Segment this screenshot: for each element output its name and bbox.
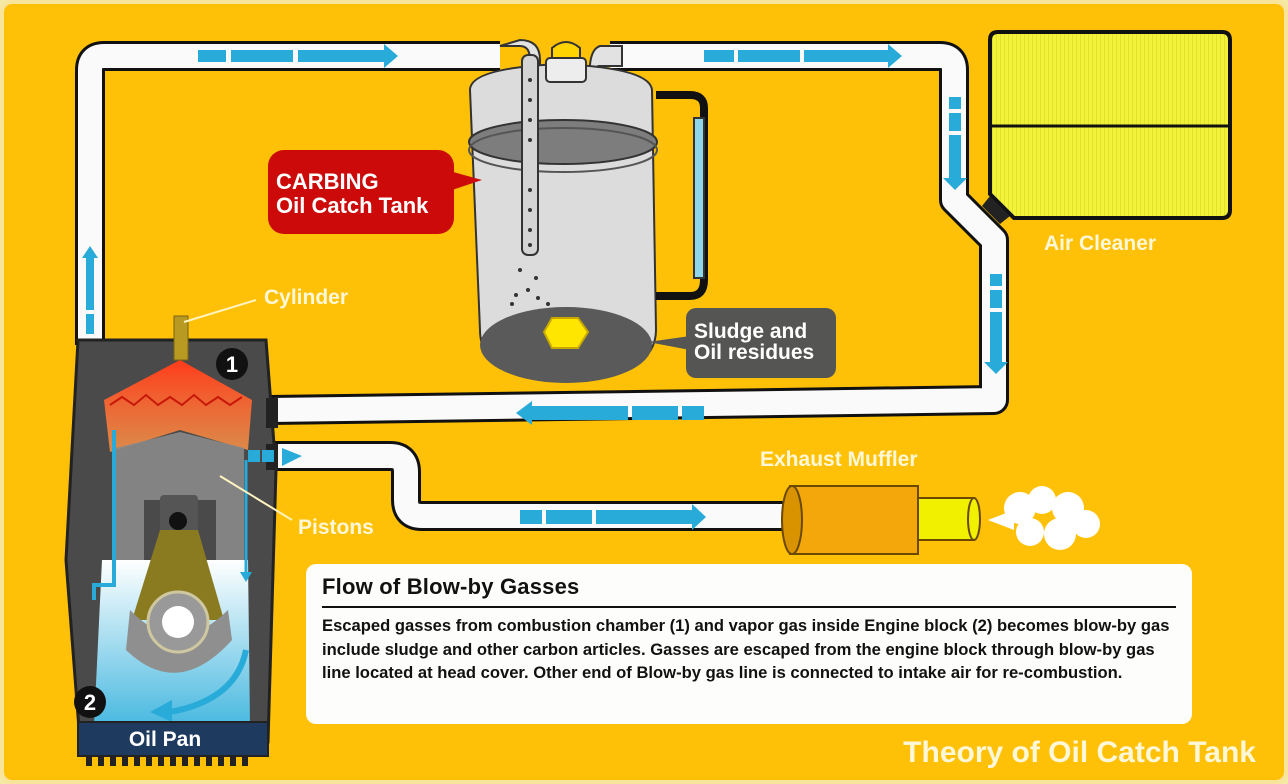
flow-arrow-return bbox=[516, 401, 704, 425]
info-box: Flow of Blow-by Gasses Escaped gasses fr… bbox=[306, 564, 1192, 724]
info-heading: Flow of Blow-by Gasses bbox=[322, 574, 1176, 608]
tank-callout-pointer bbox=[446, 170, 482, 192]
exhaust-muffler bbox=[781, 485, 981, 555]
air-cleaner-label: Air Cleaner bbox=[1044, 232, 1157, 255]
drain-plug-icon bbox=[542, 317, 590, 349]
sludge-callout-pointer bbox=[648, 336, 690, 350]
marker-2-icon bbox=[74, 686, 106, 718]
flow-arrow-right-down-2 bbox=[984, 274, 1008, 374]
pistons-leader-line bbox=[219, 475, 293, 521]
pistons-label: Pistons bbox=[298, 516, 374, 539]
exhaust-pipe bbox=[270, 441, 800, 531]
diagram-title: Theory of Oil Catch Tank bbox=[903, 736, 1256, 769]
cylinder-leader-line bbox=[183, 299, 257, 323]
oil-catch-tank bbox=[468, 38, 708, 383]
marker-1-icon bbox=[216, 348, 248, 380]
marker-1-label: 1 bbox=[226, 352, 238, 377]
oil-catch-tank-callout: CARBING Oil Catch Tank bbox=[268, 150, 454, 234]
cylinder-label: Cylinder bbox=[264, 286, 349, 309]
flow-arrow-top-right bbox=[704, 44, 902, 68]
air-cleaner bbox=[982, 30, 1232, 224]
flow-arrow-top-left bbox=[198, 44, 398, 68]
callout-brand: CARBING bbox=[276, 169, 379, 194]
oil-pan-label: Oil Pan bbox=[129, 728, 201, 751]
flow-arrow-right-down-1 bbox=[943, 97, 967, 190]
marker-2-label: 2 bbox=[84, 690, 96, 715]
exhaust-muffler-label: Exhaust Muffler bbox=[760, 448, 918, 471]
piston-pin-icon bbox=[169, 512, 187, 530]
flow-arrow-exhaust bbox=[520, 504, 706, 530]
callout-product: Oil Catch Tank bbox=[276, 193, 429, 218]
sludge-line-2: Oil residues bbox=[694, 341, 815, 364]
sludge-callout: Sludge and Oil residues bbox=[686, 308, 836, 378]
blow-by-line-pipe bbox=[75, 41, 500, 345]
sludge-line-1: Sludge and bbox=[694, 320, 808, 343]
intake-line-pipe bbox=[269, 41, 1009, 425]
exhaust-smoke-icon bbox=[988, 486, 1100, 550]
flow-arrow-up bbox=[82, 246, 98, 334]
engine-block bbox=[64, 315, 302, 766]
info-body: Escaped gasses from combustion chamber (… bbox=[322, 616, 1170, 682]
